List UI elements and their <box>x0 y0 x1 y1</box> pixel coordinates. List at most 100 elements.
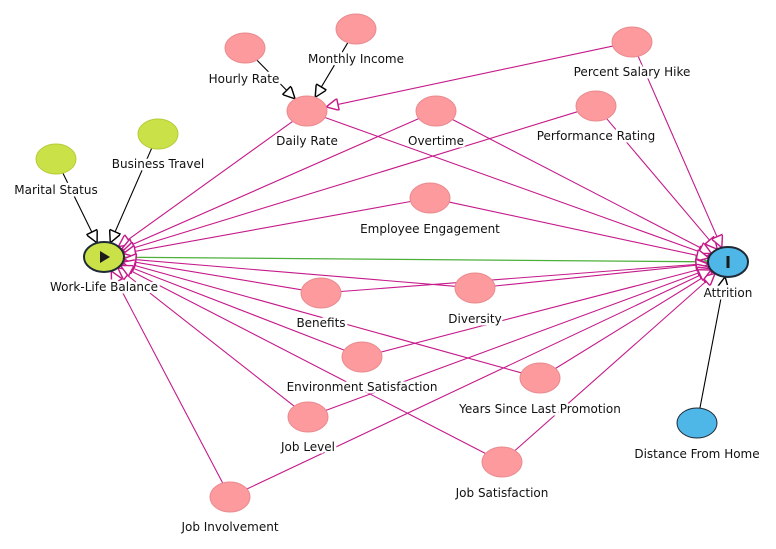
edge-environment-satisfaction-to-attrition <box>380 267 709 353</box>
edge-overtime-to-work-life-balance <box>121 118 419 250</box>
node-diversity[interactable] <box>454 272 496 304</box>
node-label-halo: Marital Status <box>14 183 97 197</box>
node-attrition[interactable] <box>707 246 749 278</box>
edge-daily-rate-to-work-life-balance <box>118 120 293 246</box>
edge-work-life-balance-to-attrition <box>123 257 708 262</box>
edges-layer <box>62 42 725 490</box>
node-daily-rate[interactable] <box>286 95 328 127</box>
node-label-halo: Business Travel <box>112 157 204 171</box>
node-label-job-level: Job Level <box>280 440 335 454</box>
node-label-benefits: Benefits <box>296 316 345 330</box>
node-label-halo: Work-Life Balance <box>50 280 158 294</box>
node-diversity-shape[interactable] <box>454 272 496 304</box>
node-label-halo: Job Satisfaction <box>455 486 549 500</box>
node-label-halo: Benefits <box>296 316 345 330</box>
node-employee-engagement-shape[interactable] <box>409 182 451 214</box>
node-label-halo: Job Involvement <box>180 520 278 534</box>
edge-job-satisfaction-to-work-life-balance <box>121 266 486 454</box>
node-label-percent-salary-hike: Percent Salary Hike <box>574 65 691 79</box>
edge-hourly-rate-to-daily-rate <box>256 59 295 99</box>
node-label-diversity: Diversity <box>448 312 501 326</box>
node-label-halo: Environment Satisfaction <box>287 380 438 394</box>
node-work-life-balance[interactable] <box>83 241 125 273</box>
edge-overtime-to-attrition <box>452 119 712 254</box>
node-benefits[interactable] <box>300 277 342 309</box>
edge-percent-salary-hike-to-attrition <box>637 56 722 247</box>
node-label-daily-rate: Daily Rate <box>276 134 338 148</box>
node-job-involvement-shape[interactable] <box>209 481 251 513</box>
node-label-halo: Diversity <box>448 312 501 326</box>
node-overtime[interactable] <box>415 95 457 127</box>
node-percent-salary-hike-shape[interactable] <box>611 26 653 58</box>
node-monthly-income-shape[interactable] <box>335 13 377 45</box>
node-label-halo: Years Since Last Promotion <box>458 402 621 416</box>
edge-performance-rating-to-attrition <box>606 118 718 250</box>
node-distance-from-home[interactable] <box>676 407 718 439</box>
node-label-overtime: Overtime <box>408 134 464 148</box>
node-job-involvement[interactable] <box>209 481 251 513</box>
node-label-halo: Attrition <box>704 286 753 300</box>
node-label-halo: Overtime <box>408 134 464 148</box>
node-label-job-satisfaction: Job Satisfaction <box>455 486 549 500</box>
node-label-business-travel: Business Travel <box>112 157 204 171</box>
node-environment-satisfaction[interactable] <box>341 341 383 373</box>
node-overtime-shape[interactable] <box>415 95 457 127</box>
node-label-monthly-income: Monthly Income <box>308 52 404 66</box>
node-hourly-rate[interactable] <box>224 32 266 64</box>
bar-icon <box>726 256 730 268</box>
node-performance-rating-shape[interactable] <box>575 90 617 122</box>
node-marital-status-shape[interactable] <box>35 143 77 175</box>
node-performance-rating[interactable] <box>575 90 617 122</box>
node-label-halo: Percent Salary Hike <box>574 65 691 79</box>
edge-job-level-to-work-life-balance <box>118 268 295 407</box>
node-label-environment-satisfaction: Environment Satisfaction <box>287 380 438 394</box>
nodes-layer <box>35 13 749 513</box>
node-business-travel-shape[interactable] <box>137 118 179 150</box>
edge-percent-salary-hike-to-daily-rate <box>326 45 613 107</box>
node-label-halo: Job Level <box>280 440 335 454</box>
node-job-satisfaction-shape[interactable] <box>481 446 523 478</box>
node-label-halo: Monthly Income <box>308 52 404 66</box>
edge-daily-rate-to-attrition <box>324 116 710 256</box>
edge-performance-rating-to-work-life-balance <box>123 111 578 252</box>
edge-marital-status-to-work-life-balance <box>62 172 97 243</box>
node-hourly-rate-shape[interactable] <box>224 32 266 64</box>
node-distance-from-home-shape[interactable] <box>676 407 718 439</box>
node-label-halo: Hourly Rate <box>209 72 280 86</box>
edge-benefits-to-work-life-balance <box>124 260 302 291</box>
edge-diversity-to-attrition <box>494 264 708 287</box>
node-label-attrition: Attrition <box>704 286 753 300</box>
node-job-satisfaction[interactable] <box>481 446 523 478</box>
node-label-halo: Employee Engagement <box>360 222 500 236</box>
node-years-since-last-promotion-shape[interactable] <box>519 362 561 394</box>
node-business-travel[interactable] <box>137 118 179 150</box>
node-years-since-last-promotion[interactable] <box>519 362 561 394</box>
node-label-years-since-last-promotion: Years Since Last Promotion <box>458 402 621 416</box>
node-daily-rate-shape[interactable] <box>286 95 328 127</box>
node-label-marital-status: Marital Status <box>14 183 97 197</box>
node-label-hourly-rate: Hourly Rate <box>209 72 280 86</box>
node-job-level[interactable] <box>287 401 329 433</box>
node-employee-engagement[interactable] <box>409 182 451 214</box>
node-label-performance-rating: Performance Rating <box>537 129 656 143</box>
node-marital-status[interactable] <box>35 143 77 175</box>
node-label-job-involvement: Job Involvement <box>180 520 278 534</box>
edge-business-travel-to-work-life-balance <box>110 147 153 243</box>
edge-years-since-last-promotion-to-work-life-balance <box>123 262 522 374</box>
node-job-level-shape[interactable] <box>287 401 329 433</box>
edge-environment-satisfaction-to-work-life-balance <box>122 264 345 351</box>
node-label-halo: Daily Rate <box>276 134 338 148</box>
play-icon <box>100 251 110 263</box>
edge-job-involvement-to-attrition <box>246 270 711 490</box>
node-label-halo: Distance From Home <box>634 447 759 461</box>
edge-distance-from-home-to-attrition <box>699 277 725 409</box>
node-benefits-shape[interactable] <box>300 277 342 309</box>
node-environment-satisfaction-shape[interactable] <box>341 341 383 373</box>
node-monthly-income[interactable] <box>335 13 377 45</box>
node-label-employee-engagement: Employee Engagement <box>360 222 500 236</box>
edge-employee-engagement-to-work-life-balance <box>123 200 411 254</box>
node-percent-salary-hike[interactable] <box>611 26 653 58</box>
